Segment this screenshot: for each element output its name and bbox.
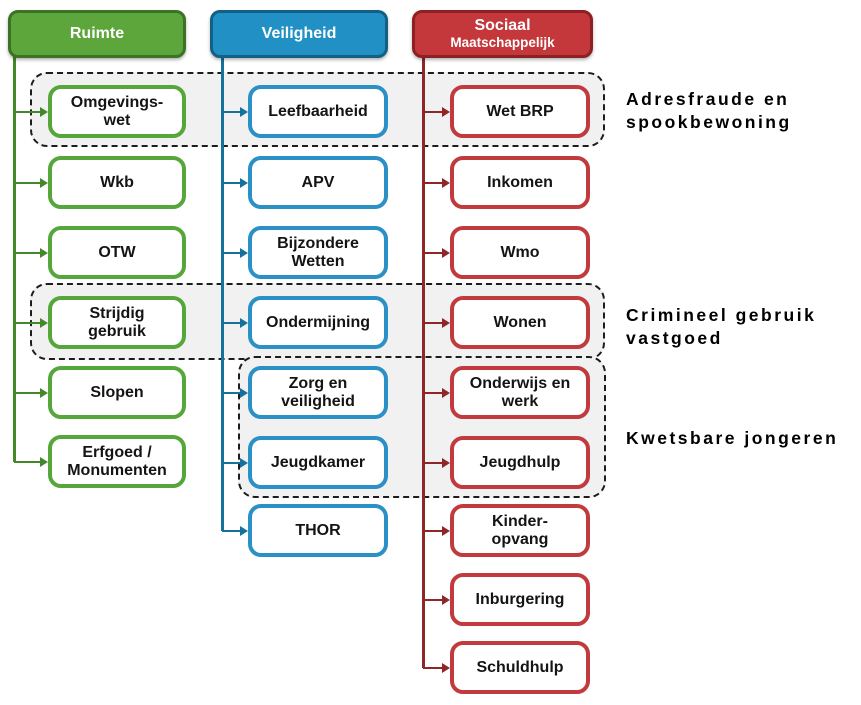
column-subtitle: Maatschappelijk [450, 35, 555, 51]
box-wonen: Wonen [450, 296, 590, 349]
arrow-right-icon [222, 388, 248, 398]
column-header-sociaal-maatschappelijk: Sociaal Maatschappelijk [412, 10, 593, 58]
box-jeugdkamer: Jeugdkamer [248, 436, 388, 489]
box-zorg-en-veiligheid: Zorg en veiligheid [248, 366, 388, 419]
box-leefbaarheid: Leefbaarheid [248, 85, 388, 138]
arrow-right-icon [14, 248, 48, 258]
sociaal-trunk-line [422, 56, 425, 668]
arrow-right-icon [423, 248, 450, 258]
box-onderwijs-en-werk: Onderwijs en werk [450, 366, 590, 419]
arrow-right-icon [423, 178, 450, 188]
box-inkomen: Inkomen [450, 156, 590, 209]
group-label-adresfraude: Adresfraude en spookbewoning [626, 89, 792, 133]
group-label-crimineel-gebruik: Crimineel gebruik vastgoed [626, 305, 817, 349]
box-bijzondere-wetten: Bijzondere Wetten [248, 226, 388, 279]
box-omgevingswet: Omgevings- wet [48, 85, 186, 138]
arrow-right-icon [14, 388, 48, 398]
arrow-right-icon [222, 526, 248, 536]
ruimte-trunk-line [13, 56, 16, 462]
box-slopen: Slopen [48, 366, 186, 419]
box-erfgoed-monumenten: Erfgoed / Monumenten [48, 435, 186, 488]
box-ondermijning: Ondermijning [248, 296, 388, 349]
box-wmo: Wmo [450, 226, 590, 279]
box-apv: APV [248, 156, 388, 209]
column-title: Ruimte [69, 24, 125, 42]
column-header-veiligheid: Veiligheid [210, 10, 388, 58]
arrow-right-icon [423, 595, 450, 605]
box-jeugdhulp: Jeugdhulp [450, 436, 590, 489]
arrow-right-icon [222, 318, 248, 328]
box-otw: OTW [48, 226, 186, 279]
box-wkb: Wkb [48, 156, 186, 209]
arrow-right-icon [423, 318, 450, 328]
veiligheid-trunk-line [221, 56, 224, 531]
arrow-right-icon [222, 248, 248, 258]
box-wet-brp: Wet BRP [450, 85, 590, 138]
column-title: Veiligheid [261, 24, 337, 42]
arrow-right-icon [222, 178, 248, 188]
arrow-right-icon [14, 178, 48, 188]
arrow-right-icon [14, 107, 48, 117]
box-strijdig-gebruik: Strijdig gebruik [48, 296, 186, 349]
box-thor: THOR [248, 504, 388, 557]
arrow-right-icon [222, 458, 248, 468]
arrow-right-icon [423, 663, 450, 673]
arrow-right-icon [14, 457, 48, 467]
arrow-right-icon [14, 318, 48, 328]
group-label-kwetsbare-jongeren: Kwetsbare jongeren [626, 428, 839, 448]
box-schuldhulp: Schuldhulp [450, 641, 590, 694]
column-title: Sociaal [474, 17, 531, 35]
arrow-right-icon [423, 526, 450, 536]
column-header-ruimte: Ruimte [8, 10, 186, 58]
arrow-right-icon [423, 458, 450, 468]
box-kinderopvang: Kinder- opvang [450, 504, 590, 557]
arrow-right-icon [423, 388, 450, 398]
box-inburgering: Inburgering [450, 573, 590, 626]
arrow-right-icon [222, 107, 248, 117]
arrow-right-icon [423, 107, 450, 117]
